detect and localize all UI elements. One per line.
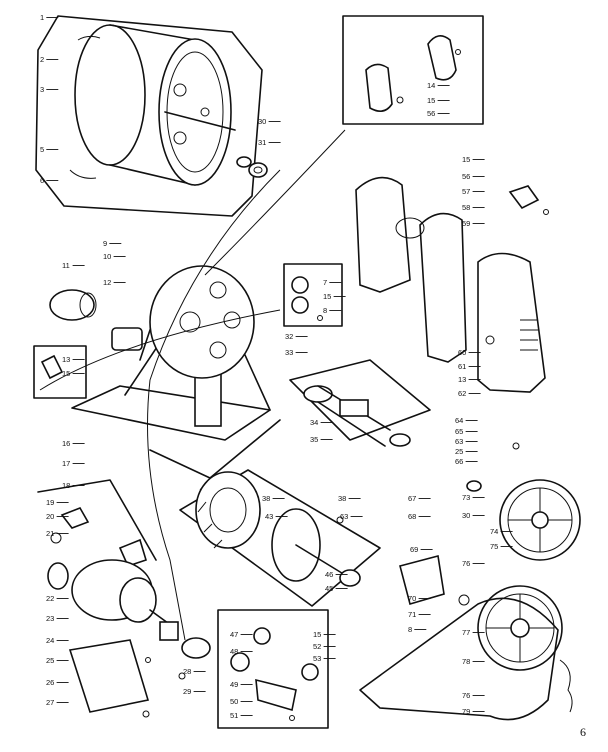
pulley-assembly: [359, 442, 581, 721]
part-label-24: 24: [46, 636, 54, 645]
part-label-13: 13: [458, 375, 466, 384]
part-label-66: 66: [455, 457, 463, 466]
part-label-60: 60: [458, 348, 466, 357]
part-label-68: 68: [408, 512, 416, 521]
part-label-22: 22: [46, 594, 54, 603]
part-label-59: 59: [462, 219, 470, 228]
part-label-46: 46: [325, 570, 333, 579]
part-label-53: 53: [313, 654, 321, 663]
part-label-5: 5: [40, 145, 44, 154]
part-label-8: 8: [408, 625, 412, 634]
wires: [39, 129, 346, 641]
part-label-38: 38: [338, 494, 346, 503]
part-label-20: 20: [46, 512, 54, 521]
part-label-77: 77: [462, 628, 470, 637]
part-label-64: 64: [455, 416, 463, 425]
part-label-56: 56: [462, 172, 470, 181]
part-label-70: 70: [408, 594, 416, 603]
part-label-10: 10: [103, 252, 111, 261]
part-label-51: 51: [230, 711, 238, 720]
part-label-38: 38: [262, 494, 270, 503]
part-label-35: 35: [310, 435, 318, 444]
part-label-18: 18: [62, 481, 70, 490]
part-label-13: 13: [62, 355, 70, 364]
part-label-47: 47: [230, 630, 238, 639]
inset-clip: [33, 345, 87, 399]
part-label-61: 61: [458, 362, 466, 371]
part-label-76: 76: [462, 691, 470, 700]
part-label-9: 9: [103, 239, 107, 248]
part-label-74: 74: [490, 527, 498, 536]
part-label-15: 15: [323, 292, 331, 301]
part-label-12: 12: [103, 278, 111, 287]
part-label-27: 27: [46, 698, 54, 707]
part-label-69: 69: [410, 545, 418, 554]
part-label-15: 15: [462, 155, 470, 164]
part-label-2: 2: [40, 55, 44, 64]
frame-assembly: [49, 265, 281, 479]
part-label-16: 16: [62, 439, 70, 448]
part-label-43: 43: [265, 512, 273, 521]
part-label-33: 33: [285, 348, 293, 357]
part-label-7: 7: [323, 278, 327, 287]
part-label-75: 75: [490, 542, 498, 551]
part-label-63: 63: [455, 437, 463, 446]
part-label-50: 50: [230, 697, 238, 706]
part-label-14: 14: [427, 81, 435, 90]
rear-covers: [355, 176, 549, 393]
part-label-78: 78: [462, 657, 470, 666]
part-label-52: 52: [313, 642, 321, 651]
blower-assembly: [179, 469, 381, 607]
part-label-15: 15: [313, 630, 321, 639]
part-label-11: 11: [62, 261, 70, 270]
part-label-73: 73: [462, 493, 470, 502]
inset-thermostat: [217, 609, 329, 729]
part-label-19: 19: [46, 498, 54, 507]
part-label-29: 29: [183, 687, 191, 696]
part-label-56: 56: [427, 109, 435, 118]
part-label-17: 17: [62, 459, 70, 468]
part-label-8: 8: [323, 306, 327, 315]
part-label-32: 32: [285, 332, 293, 341]
part-label-63: 63: [340, 512, 348, 521]
inset-motor-bracket: [283, 263, 343, 327]
part-label-58: 58: [462, 203, 470, 212]
part-label-3: 3: [40, 85, 44, 94]
drum-assembly: [35, 15, 268, 217]
part-label-45: 45: [325, 584, 333, 593]
part-label-62: 62: [458, 389, 466, 398]
part-label-67: 67: [408, 494, 416, 503]
shaft-assembly: [289, 359, 431, 447]
part-label-26: 26: [46, 678, 54, 687]
part-label-49: 49: [230, 680, 238, 689]
inset-bracket-box: [342, 15, 484, 125]
part-label-71: 71: [408, 610, 416, 619]
part-label-25: 25: [455, 447, 463, 456]
motor-assembly: [37, 479, 211, 718]
part-label-31: 31: [258, 138, 266, 147]
part-label-57: 57: [462, 187, 470, 196]
page-number: 6: [580, 725, 586, 739]
part-label-28: 28: [183, 667, 191, 676]
part-label-34: 34: [310, 418, 318, 427]
part-label-1: 1: [40, 13, 44, 22]
part-label-23: 23: [46, 614, 54, 623]
part-label-6: 6: [40, 176, 44, 185]
part-label-25: 25: [46, 656, 54, 665]
part-label-21: 21: [46, 529, 54, 538]
part-label-15: 15: [427, 96, 435, 105]
part-label-15: 15: [62, 369, 70, 378]
part-label-30: 30: [258, 117, 266, 126]
part-label-30: 30: [462, 511, 470, 520]
part-label-48: 48: [230, 647, 238, 656]
part-label-79: 79: [462, 707, 470, 716]
part-label-65: 65: [455, 427, 463, 436]
part-label-76: 76: [462, 559, 470, 568]
